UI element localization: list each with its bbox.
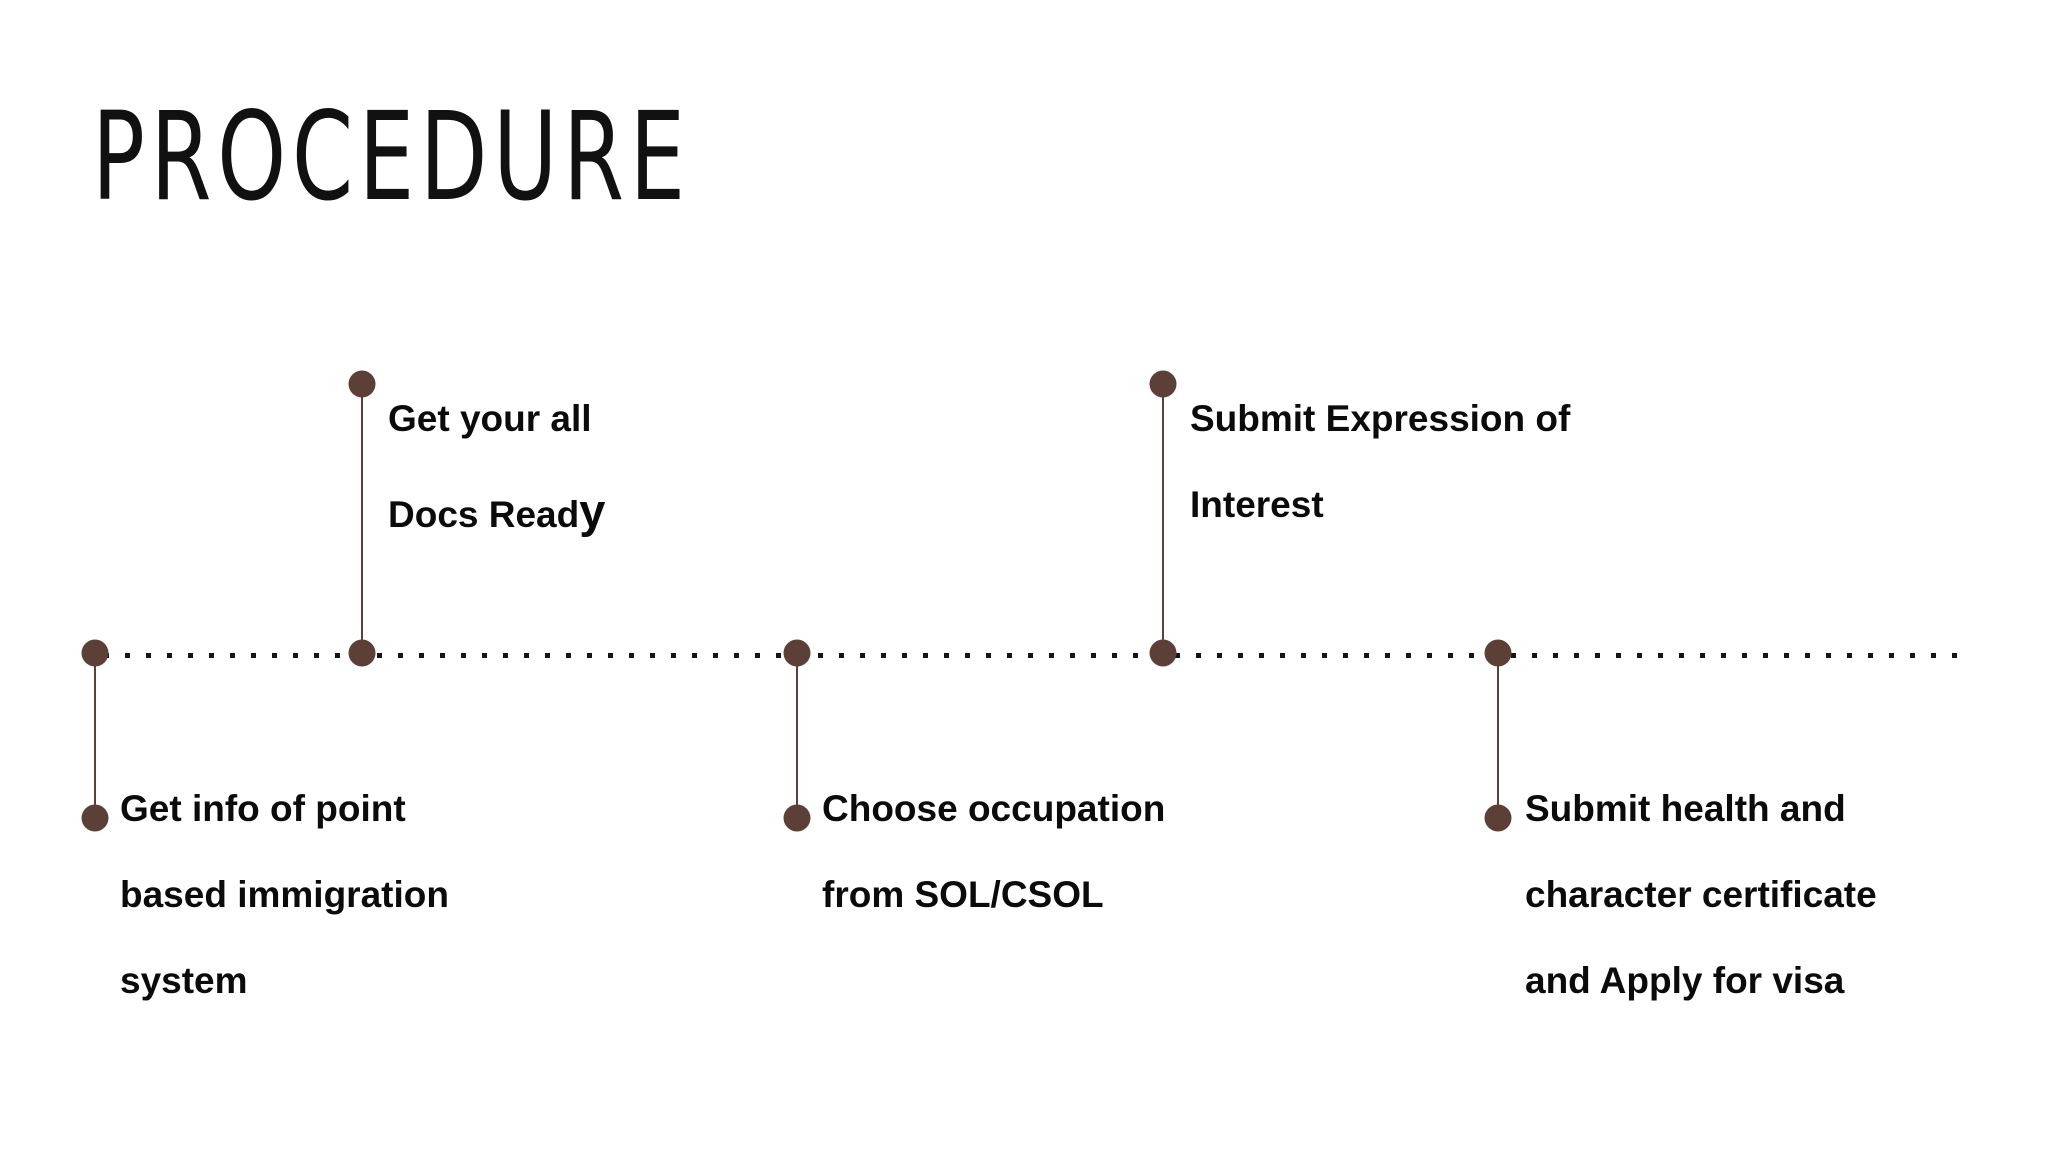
connector-stem [1162,384,1164,653]
label-end-dot[interactable] [1149,370,1177,398]
label-line: Get your all [388,397,592,439]
connector-stem [796,653,798,818]
label-line: Submit health and [1525,787,1846,829]
label-line: Submit Expression of [1190,397,1571,439]
label-text: Docs Read [388,493,580,535]
label-line: Docs Ready [388,484,728,539]
label-line: and Apply for visa [1525,959,1845,1001]
page-title: PROCEDURE [92,86,691,228]
label-line: from SOL/CSOL [822,873,1104,915]
connector-stem [94,653,96,818]
timeline-label-2: Get your all Docs Ready [388,355,728,581]
timeline-label-3: Choose occupation from SOL/CSOL [822,745,1242,960]
label-text-tail: y [579,483,606,537]
label-line: Interest [1190,483,1324,525]
axis-node-dot[interactable] [1149,639,1177,667]
label-end-dot[interactable] [81,804,109,832]
label-line: Get info of point [120,787,406,829]
label-line: system [120,959,248,1001]
label-line: character certificate [1525,873,1877,915]
label-end-dot[interactable] [783,804,811,832]
connector-stem [361,384,363,653]
axis-node-dot[interactable] [348,639,376,667]
timeline-label-5: Submit health and character certificate … [1525,745,1995,1045]
axis-node-dot[interactable] [1484,639,1512,667]
axis-node-dot[interactable] [81,639,109,667]
timeline-label-1: Get info of point based immigration syst… [120,745,520,1045]
label-line: Choose occupation [822,787,1166,829]
label-end-dot[interactable] [348,370,376,398]
timeline-axis [104,653,1964,658]
label-line: based immigration [120,873,449,915]
axis-node-dot[interactable] [783,639,811,667]
connector-stem [1497,653,1499,818]
label-end-dot[interactable] [1484,804,1512,832]
timeline-label-4: Submit Expression of Interest [1190,355,1650,570]
